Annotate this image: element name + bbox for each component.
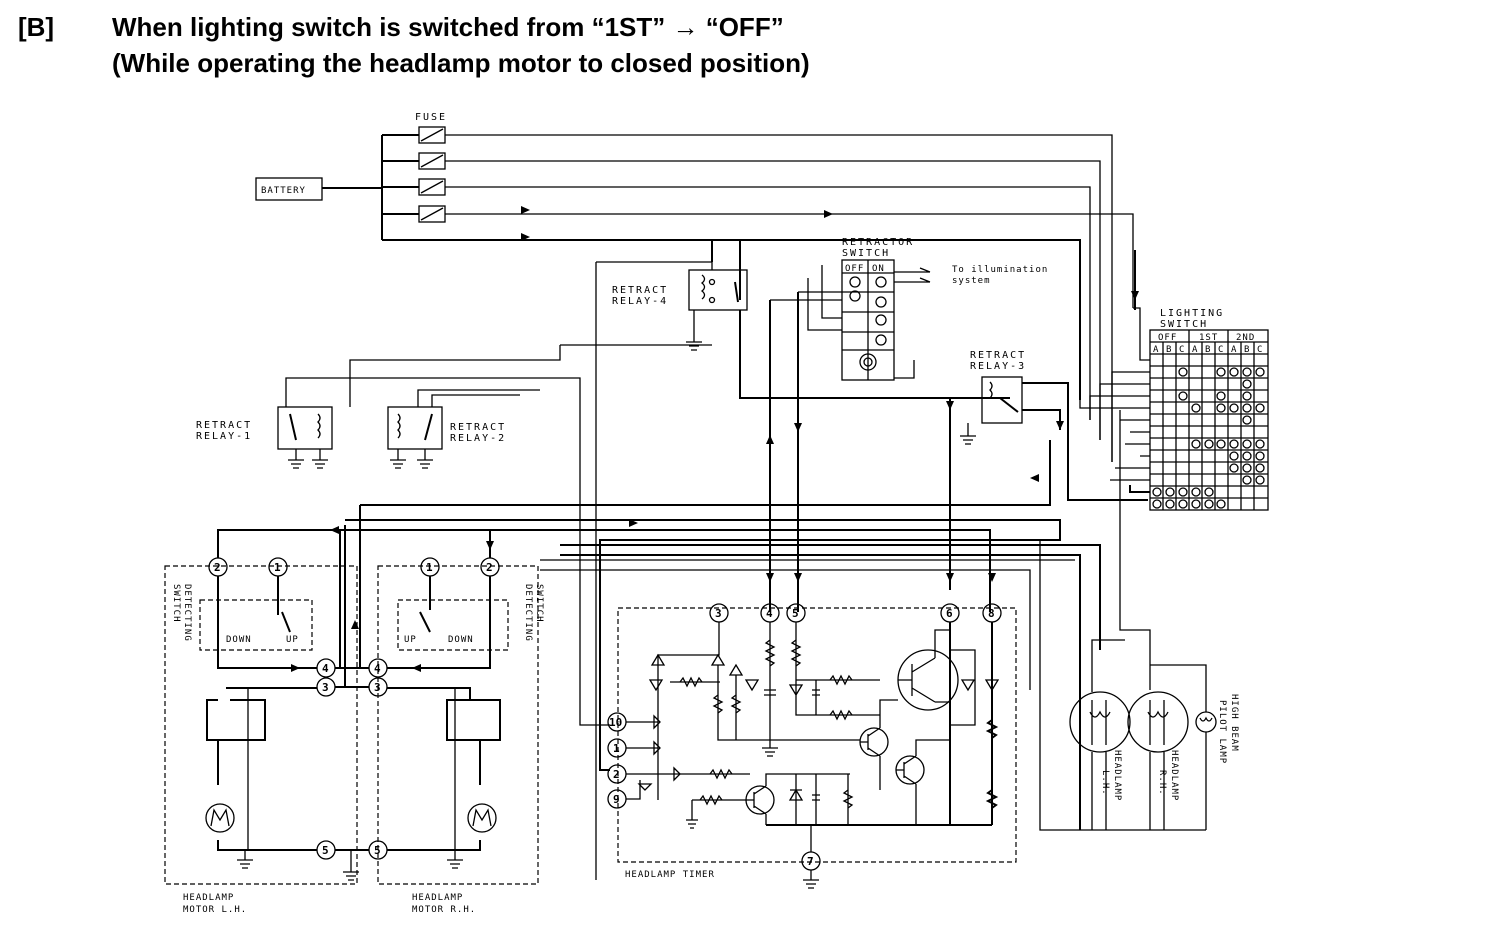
relay1-label-1: RETRACT (196, 420, 252, 431)
ls-col-c2: C (1218, 345, 1224, 355)
relay1-label-2: RELAY-1 (196, 431, 252, 442)
pilot-lamp-label-2: PILOT LAMP (1217, 700, 1227, 764)
timer-terminal-2: 2 (613, 768, 620, 781)
headlamp-rh (1127, 691, 1189, 753)
lighting-switch-label-1: LIGHTING (1160, 308, 1224, 319)
timer-terminal-7: 7 (807, 855, 814, 868)
motor-rh-label-1: HEADLAMP (412, 893, 463, 903)
current-flow-arrows (291, 206, 1139, 672)
retract-relay-1 (277, 406, 333, 469)
motor-rh-terminals: 1 2 4 3 5 (368, 557, 500, 860)
detect-switch-lh-label-2: SWITCH (171, 584, 181, 623)
retractor-switch-on: ON (872, 264, 885, 274)
lighting-switch-2nd: 2ND (1236, 333, 1255, 343)
lighting-switch-grid (1149, 329, 1269, 511)
relay4-label-2: RELAY-4 (612, 296, 668, 307)
ls-col-a1: A (1153, 345, 1159, 355)
rh-terminal-1: 1 (426, 561, 433, 574)
timer-terminal-4: 4 (766, 607, 773, 620)
ls-col-c1: C (1179, 345, 1185, 355)
detect-switch-rh-label-2: SWITCH (534, 584, 544, 623)
rh-up-label: UP (404, 635, 417, 645)
illumination-label-2: system (952, 276, 991, 286)
lh-terminal-4: 4 (322, 662, 329, 675)
retract-relay-3 (981, 376, 1023, 424)
battery-label: BATTERY (261, 186, 306, 196)
lighting-switch-1st: 1ST (1199, 333, 1218, 343)
ls-col-b1: B (1166, 345, 1172, 355)
lh-down-label: DOWN (226, 635, 252, 645)
diagram-title: When lighting switch is switched from “1… (112, 12, 784, 42)
motor-lh-box (164, 565, 358, 885)
lighting-switch-off: OFF (1158, 333, 1177, 343)
high-beam-pilot-lamp (1195, 711, 1217, 733)
diagram-tag: [B] (18, 12, 55, 42)
detect-switch-lh-label-1: DETECTING (182, 584, 192, 642)
retractor-switch-label-2: SWITCH (842, 248, 890, 259)
fuse-label: FUSE (415, 112, 447, 123)
timer-terminals: 3 4 5 6 8 10 1 2 9 7 (607, 603, 1002, 871)
timer-terminal-3: 3 (715, 607, 722, 620)
rh-terminal-3: 3 (374, 681, 381, 694)
retractor-switch-off: OFF (845, 264, 864, 274)
lighting-switch-label-2: SWITCH (1160, 319, 1208, 330)
motor-rh-box (377, 565, 539, 885)
relay3-label-2: RELAY-3 (970, 361, 1026, 372)
lh-up-label: UP (286, 635, 299, 645)
motor-lh-terminals: 2 1 4 3 5 (208, 557, 336, 860)
motor-lh-label-1: HEADLAMP (183, 893, 234, 903)
detect-switch-lh-box (199, 599, 313, 651)
lh-terminal-2: 2 (214, 561, 221, 574)
fuse-block (418, 126, 446, 223)
ls-col-a2: A (1192, 345, 1198, 355)
headlamp-lh-label-1: HEADLAMP (1112, 750, 1122, 801)
timer-terminal-6: 6 (946, 607, 953, 620)
relay2-label-2: RELAY-2 (450, 433, 506, 444)
lh-terminal-1: 1 (274, 561, 281, 574)
relay2-label-1: RETRACT (450, 422, 506, 433)
rh-terminal-2: 2 (486, 561, 493, 574)
detect-switch-rh-label-1: DETECTING (523, 584, 533, 642)
pilot-lamp-label-1: HIGH BEAM (1229, 694, 1239, 752)
headlamp-timer-box (617, 607, 1017, 863)
timer-terminal-5: 5 (792, 607, 799, 620)
headlamp-rh-label-1: HEADLAMP (1169, 750, 1179, 801)
headlamp-timer-label: HEADLAMP TIMER (625, 870, 715, 880)
relay3-label-1: RETRACT (970, 350, 1026, 361)
rh-terminal-5: 5 (374, 844, 381, 857)
diagram-subtitle: (While operating the headlamp motor to c… (112, 48, 810, 78)
retract-relay-4 (688, 269, 748, 311)
timer-circuit (626, 622, 1000, 889)
ls-col-c3: C (1257, 345, 1263, 355)
motor-rh-label-2: MOTOR R.H. (412, 905, 476, 915)
rh-terminal-4: 4 (374, 662, 381, 675)
retractor-switch (841, 259, 895, 381)
retract-relay-2 (387, 406, 443, 469)
headlamp-lh-label-2: L.H. (1100, 770, 1110, 796)
retractor-switch-label-1: RETRACTOR (842, 237, 914, 248)
rh-down-label: DOWN (448, 635, 474, 645)
timer-terminal-9: 9 (613, 793, 620, 806)
ls-col-b2: B (1205, 345, 1211, 355)
timer-terminal-10: 10 (609, 716, 622, 729)
motor-lh-label-2: MOTOR L.H. (183, 905, 247, 915)
timer-terminal-1: 1 (613, 742, 620, 755)
lh-terminal-3: 3 (322, 681, 329, 694)
illumination-label-1: To illumination (952, 265, 1048, 275)
motor-lh (205, 803, 235, 833)
motor-rh (467, 803, 497, 833)
ls-col-a3: A (1231, 345, 1237, 355)
timer-terminal-8: 8 (988, 607, 995, 620)
headlamp-rh-label-2: R.H. (1157, 770, 1167, 796)
ls-col-b3: B (1244, 345, 1250, 355)
lh-terminal-5: 5 (322, 844, 329, 857)
relay4-label-1: RETRACT (612, 285, 668, 296)
headlamp-lh (1069, 691, 1131, 753)
